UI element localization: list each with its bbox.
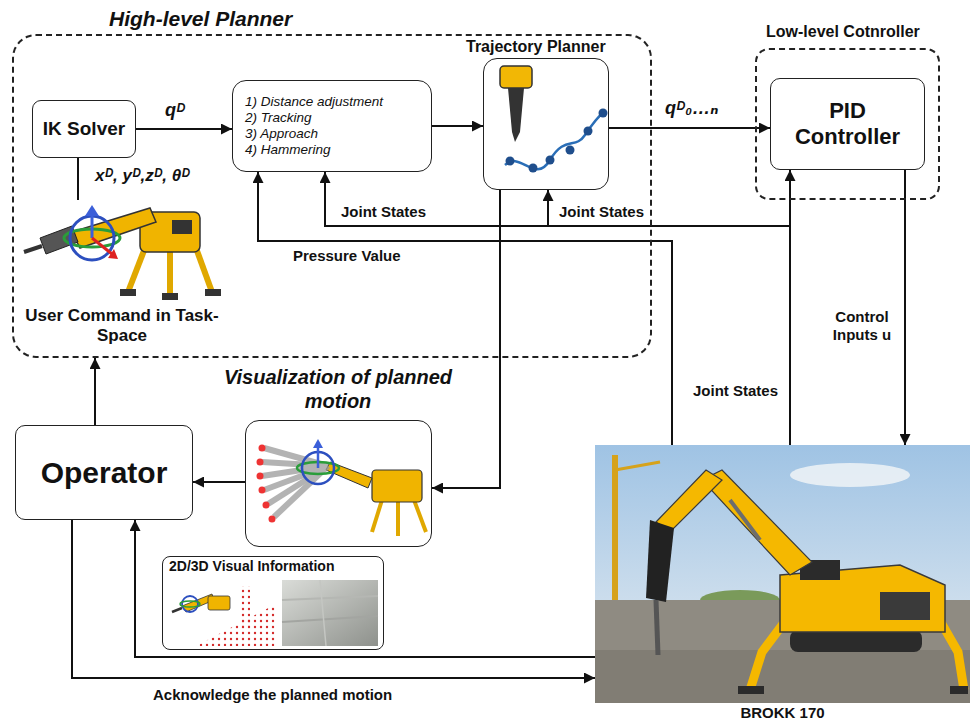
text-slot: High-level Planner [106,6,295,31]
trajectory-planner-box: Trajectory Planner [483,58,609,190]
mode-item: 4) Hammering [245,142,331,158]
visual-info-thumbnails [168,580,378,646]
text-slot: Low-level Cotnroller [763,22,923,41]
node-heading: Trajectory Planner [463,37,609,56]
pid-controller-box: PID Controller [770,78,925,170]
user-command-panel: User Command in Task-Space [22,200,222,350]
brokk-photo [595,445,970,703]
signal-label: Control Inputs u [824,308,900,344]
node-heading: 2D/3D Visual Information [169,558,334,575]
text-slot: Trajectory Planner [463,37,609,56]
node-heading: Low-level Cotnroller [763,22,923,41]
brokk-photo-panel: BROKK 170 [595,445,970,725]
signal-label: Pressure Value [290,247,404,265]
node-heading: High-level Planner [106,6,295,31]
edge-label-slot: qᴰ₀…ₙ [662,98,721,120]
planner-region: High-level PlannerIK Solver1) Distance a… [12,34,652,358]
visualization-box: Visualization of planned motion [245,420,432,547]
node-heading: Visualization of planned motion [223,365,453,413]
signal-label: Acknowledge the planned motion [150,686,395,704]
flow-arrow [77,158,79,200]
node-heading: BROKK 170 [595,704,970,722]
edge-label-slot: Joint States [690,382,781,400]
trajectory-icon [500,66,608,173]
edge-label-slot: qᴰ [162,100,188,122]
flow-arrow [789,170,791,445]
flow-arrow [432,190,500,488]
edge-label-slot: Acknowledge the planned motion [150,686,395,704]
flow-arrow [94,358,96,425]
operator-box: Operator [15,425,193,520]
mode-item: 2) Tracking [245,110,312,126]
signal-label: Joint States [338,203,429,221]
edge-label-slot: Joint States [338,203,429,221]
signal-label: xᴰ, yᴰ,zᴰ, θᴰ [92,166,193,186]
signal-label: qᴰ [162,100,188,122]
flow-arrow [135,520,595,657]
mode-item: 3) Approach [245,126,318,142]
box-label: Operator [41,455,168,491]
edge-label-slot: xᴰ, yᴰ,zᴰ, θᴰ [92,166,193,186]
box-label: IK Solver [43,118,125,141]
text-slot: User Command in Task-Space [22,306,222,347]
signal-label: Joint States [690,382,781,400]
visual-info-box: 2D/3D Visual Information [162,556,384,650]
controller-region: Low-level CotnrollerPID Controller [755,48,940,200]
ik-solver-box: IK Solver [32,100,136,158]
edge-label-slot: Pressure Value [290,247,404,265]
signal-label: Joint States [556,203,647,221]
flow-arrow [72,520,595,678]
flow-arrow [548,190,790,445]
flow-arrow [432,125,483,127]
text-slot: Visualization of planned motion [223,365,453,413]
flow-arrow [136,128,232,130]
planned-motion-figure [257,439,427,536]
flow-arrow [193,481,245,483]
text-slot: 2D/3D Visual Information [169,558,334,575]
edge-label-slot: Joint States [556,203,647,221]
signal-label: qᴰ₀…ₙ [662,98,721,120]
text-slot: BROKK 170 [595,704,970,722]
flow-arrow [325,172,790,445]
robot-command-figure [24,205,221,300]
edge-label-slot: Control Inputs u [824,308,900,344]
flow-arrow [904,170,906,445]
mode-list-box: 1) Distance adjustment2) Tracking3) Appr… [232,80,432,172]
node-heading: User Command in Task-Space [22,306,222,347]
flow-arrow [609,127,770,129]
mode-item: 1) Distance adjustment [245,94,383,110]
box-label: PID Controller [785,98,910,151]
